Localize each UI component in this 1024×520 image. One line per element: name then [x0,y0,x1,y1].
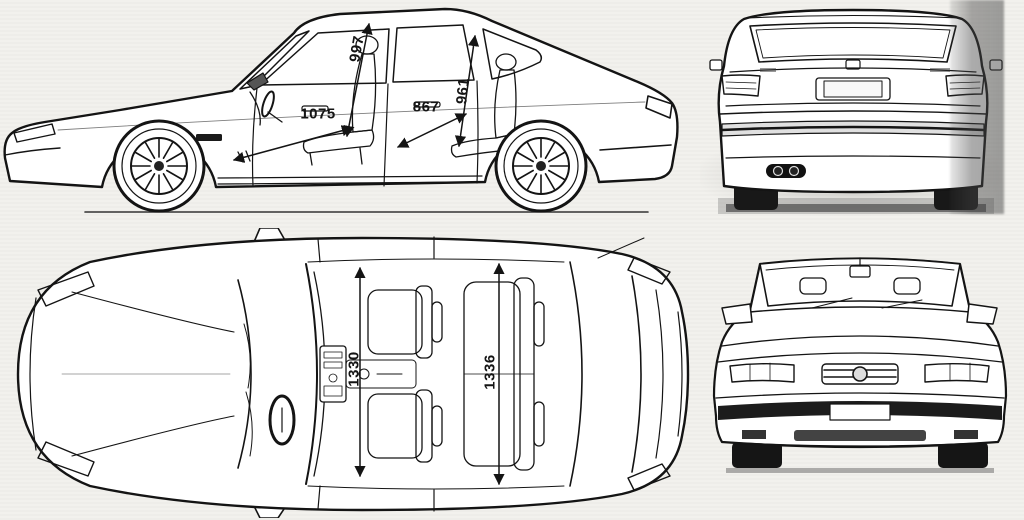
top-view-drawing [16,228,690,518]
side-mirror-left [721,303,753,325]
dimension-961: 961 [453,76,473,106]
side-view [0,0,695,226]
car-body-front [712,257,1008,449]
dimension-1336: 1336 [481,354,499,390]
rear-window [749,22,957,70]
dimension-1330: 1330 [345,351,363,387]
rear-view [700,2,1012,220]
top-view [2,228,702,518]
headlights-front [729,362,990,383]
exhaust-pipes [766,164,806,178]
dimension-1075: 1075 [300,105,336,123]
rear-view-drawing [709,8,1003,214]
front-tire-right [938,442,988,468]
tailgate-details [721,67,985,107]
front-view [702,246,1017,476]
side-view-drawing [3,7,679,213]
rear-wheel [494,119,588,213]
dimension-arrows-top [354,262,505,486]
front-tire-left [732,442,782,468]
dimension-867: 867 [412,98,440,116]
front-wheel [112,119,206,213]
dimension-arrows-side [232,22,480,163]
grille-front [821,363,899,385]
side-mirror-right [966,303,998,325]
side-mirror [246,72,269,91]
windshield-top [237,263,318,485]
rear-glass-hatch-top [569,261,683,487]
front-bumper [715,392,1005,447]
steering-wheel-top [268,394,296,446]
front-view-drawing [712,257,1008,473]
cabin-interior-top [268,258,565,490]
ground-shadow [726,468,994,473]
